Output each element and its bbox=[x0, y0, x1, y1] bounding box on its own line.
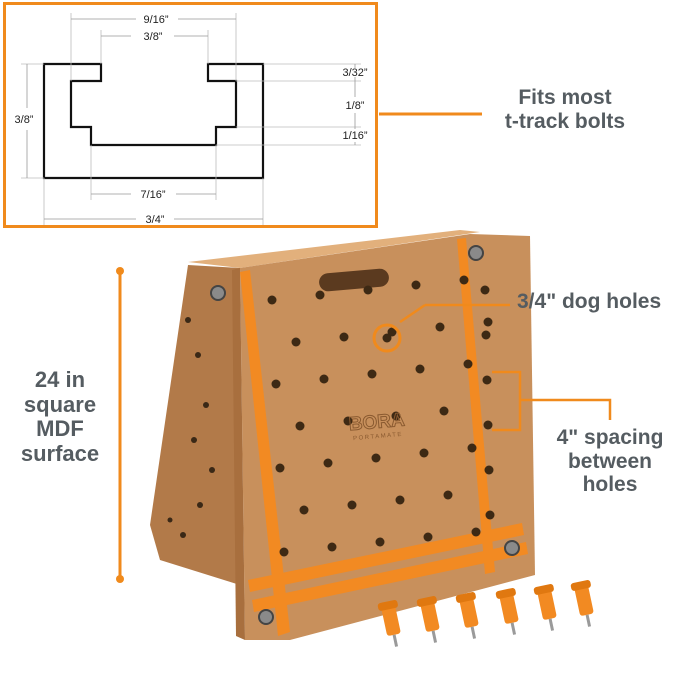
dog-hole bbox=[271, 379, 281, 389]
dog-hole bbox=[471, 527, 481, 537]
bench-dog-icon bbox=[495, 588, 519, 635]
dog-hole bbox=[387, 327, 397, 337]
back-panel bbox=[150, 265, 240, 585]
dog-hole bbox=[315, 290, 325, 300]
dog-hole bbox=[391, 411, 401, 421]
dog-hole bbox=[371, 453, 381, 463]
t-track-bottom-2 bbox=[252, 542, 528, 612]
t-track-profile-inset: 9/16” 3/8” 3/8” 3/32” 1/8” 1/16” 7/16” 3… bbox=[3, 2, 378, 228]
dog-hole bbox=[343, 416, 353, 426]
dim-right-3: 1/16” bbox=[342, 130, 367, 142]
t-tracks bbox=[240, 238, 528, 636]
dog-hole bbox=[275, 463, 285, 473]
dim-bottom-outer: 3/4” bbox=[146, 214, 165, 225]
dog-hole bbox=[485, 510, 495, 520]
bench-dog-icon bbox=[416, 596, 440, 643]
dim-right-1: 3/32” bbox=[342, 67, 367, 79]
callout-size: 24 in square MDF surface bbox=[6, 367, 114, 467]
bench-dog-icon bbox=[570, 580, 594, 627]
dog-hole bbox=[327, 542, 337, 552]
dog-hole bbox=[415, 364, 425, 374]
dog-hole bbox=[295, 421, 305, 431]
dog-hole-grid bbox=[267, 275, 495, 557]
dog-hole bbox=[482, 375, 492, 385]
t-track-bottom-1 bbox=[248, 523, 524, 592]
dog-hole bbox=[483, 317, 493, 327]
dog-hole bbox=[279, 547, 289, 557]
corner-bolts bbox=[210, 245, 520, 625]
bench-dog-icon bbox=[533, 584, 557, 631]
callout-spacing-line1: 4" spacing bbox=[556, 426, 664, 449]
brand-logo-tagline: PORTAMATE bbox=[353, 432, 403, 442]
dog-hole bbox=[367, 369, 377, 379]
highlighted-dog-hole-ring bbox=[372, 323, 402, 353]
dog-hole bbox=[411, 280, 421, 290]
dim-top-outer: 9/16” bbox=[143, 14, 168, 26]
callout-spacing: 4" spacing between holes bbox=[520, 426, 679, 497]
dog-hole bbox=[419, 448, 429, 458]
dog-hole bbox=[443, 490, 453, 500]
dog-hole bbox=[423, 532, 433, 542]
callout-dog-holes: 3/4" dog holes bbox=[517, 290, 662, 313]
callout-spacing-line3: holes bbox=[582, 473, 638, 497]
bench-dog-icon bbox=[455, 592, 479, 639]
callout-spacing-line2: between bbox=[567, 449, 653, 473]
callout-leader-spacing bbox=[520, 398, 612, 420]
dog-hole bbox=[435, 322, 445, 332]
dog-hole bbox=[480, 285, 490, 295]
dim-left-height: 3/8” bbox=[15, 114, 34, 126]
callout-size-line4: surface bbox=[20, 440, 100, 466]
bench-dogs bbox=[377, 580, 594, 647]
dog-hole bbox=[323, 458, 333, 468]
dog-hole bbox=[363, 285, 373, 295]
dog-hole bbox=[467, 443, 477, 453]
dog-hole bbox=[481, 330, 491, 340]
dog-hole bbox=[395, 495, 405, 505]
dog-hole bbox=[483, 420, 493, 430]
t-track-left bbox=[240, 270, 290, 636]
brand-logo: BORA PORTAMATE bbox=[347, 409, 406, 442]
dog-hole bbox=[299, 505, 309, 515]
dog-hole bbox=[291, 337, 301, 347]
back-panel-holes bbox=[167, 317, 215, 538]
callout-fits-t-track: Fits most t-track bolts bbox=[470, 86, 660, 133]
dog-hole bbox=[439, 406, 449, 416]
dim-bottom-inner: 7/16” bbox=[140, 189, 165, 201]
t-track-profile-outline bbox=[42, 62, 265, 180]
callout-size-line2: square bbox=[23, 391, 97, 417]
dog-hole bbox=[267, 295, 277, 305]
dog-hole bbox=[484, 465, 494, 475]
dim-top-inner: 3/8” bbox=[144, 31, 163, 43]
dim-right-2: 1/8” bbox=[346, 100, 365, 112]
dog-hole bbox=[459, 275, 469, 285]
dog-hole bbox=[319, 374, 329, 384]
callout-fits-line2: t-track bolts bbox=[504, 109, 626, 133]
callout-size-line1: 24 in bbox=[34, 367, 86, 392]
dog-hole bbox=[347, 500, 357, 510]
callout-size-line3: MDF bbox=[36, 416, 84, 442]
dog-hole bbox=[339, 332, 349, 342]
dog-hole bbox=[463, 359, 473, 369]
bench-dog-icon bbox=[377, 600, 401, 647]
t-track-profile-drawing: 9/16” 3/8” 3/8” 3/32” 1/8” 1/16” 7/16” 3… bbox=[15, 13, 368, 226]
handle-slot bbox=[319, 268, 389, 292]
dog-hole bbox=[375, 537, 385, 547]
t-track-right bbox=[457, 238, 495, 574]
callout-fits-line1: Fits most bbox=[518, 86, 612, 109]
